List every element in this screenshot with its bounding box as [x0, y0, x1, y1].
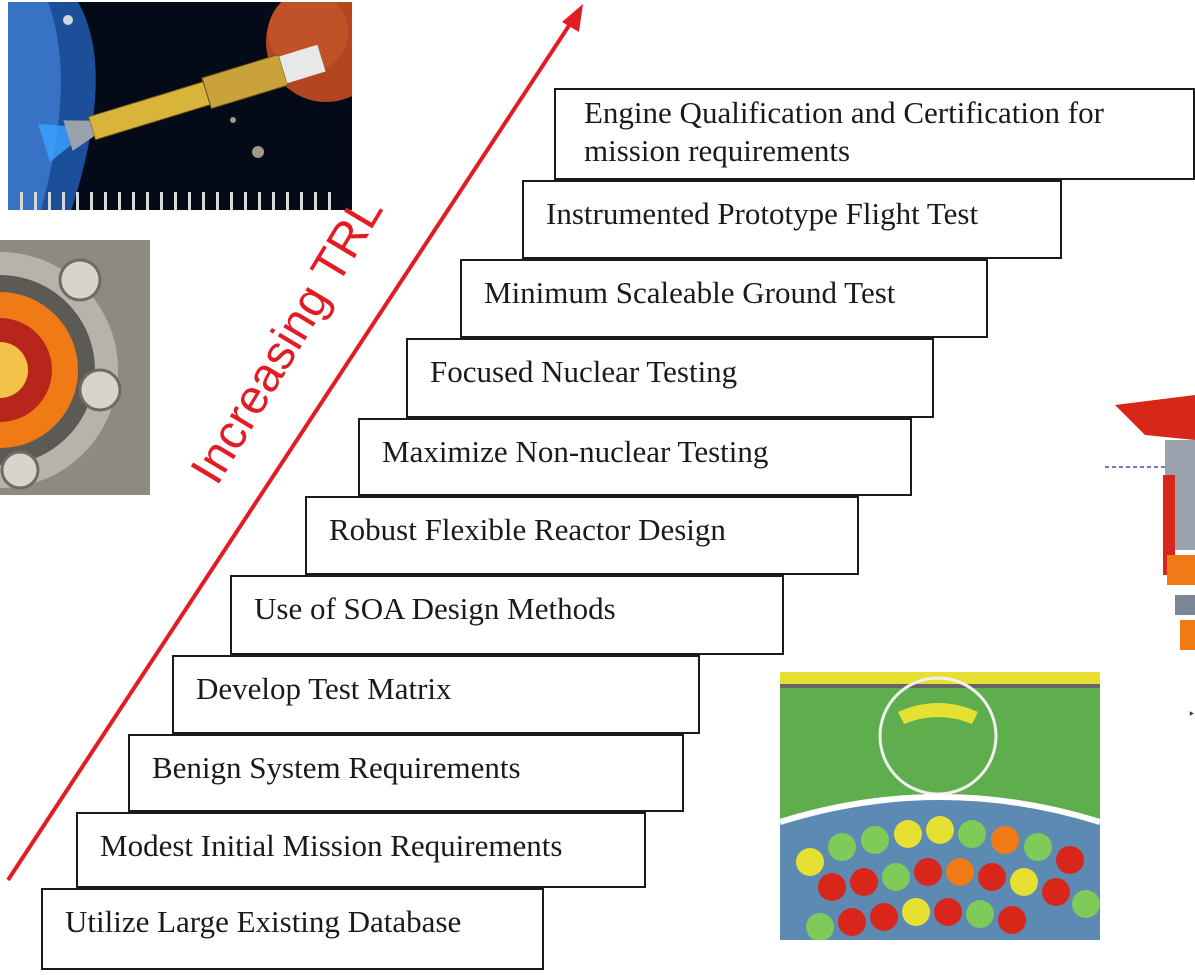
step-non-nuclear: Maximize Non-nuclear Testing [358, 418, 912, 496]
engine-image [0, 240, 150, 495]
spacecraft-image [8, 2, 352, 220]
step-test-matrix: Develop Test Matrix [172, 655, 700, 734]
step-qualification: Engine Qualification and Certification f… [554, 88, 1195, 180]
step-flight-test: Instrumented Prototype Flight Test [522, 180, 1062, 259]
step-ground-test: Minimum Scaleable Ground Test [460, 259, 988, 338]
reactor-side-tick: ‣ [1188, 707, 1195, 721]
step-reactor-design: Robust Flexible Reactor Design [305, 496, 859, 575]
reactor-side-image [1105, 395, 1195, 650]
step-nuclear-testing: Focused Nuclear Testing [406, 338, 934, 418]
step-soa-methods: Use of SOA Design Methods [230, 575, 784, 655]
step-benign-system: Benign System Requirements [128, 734, 684, 812]
reactor-section-image [780, 672, 1100, 940]
step-modest-mission: Modest Initial Mission Requirements [76, 812, 646, 888]
step-utilize-database: Utilize Large Existing Database [41, 888, 544, 970]
